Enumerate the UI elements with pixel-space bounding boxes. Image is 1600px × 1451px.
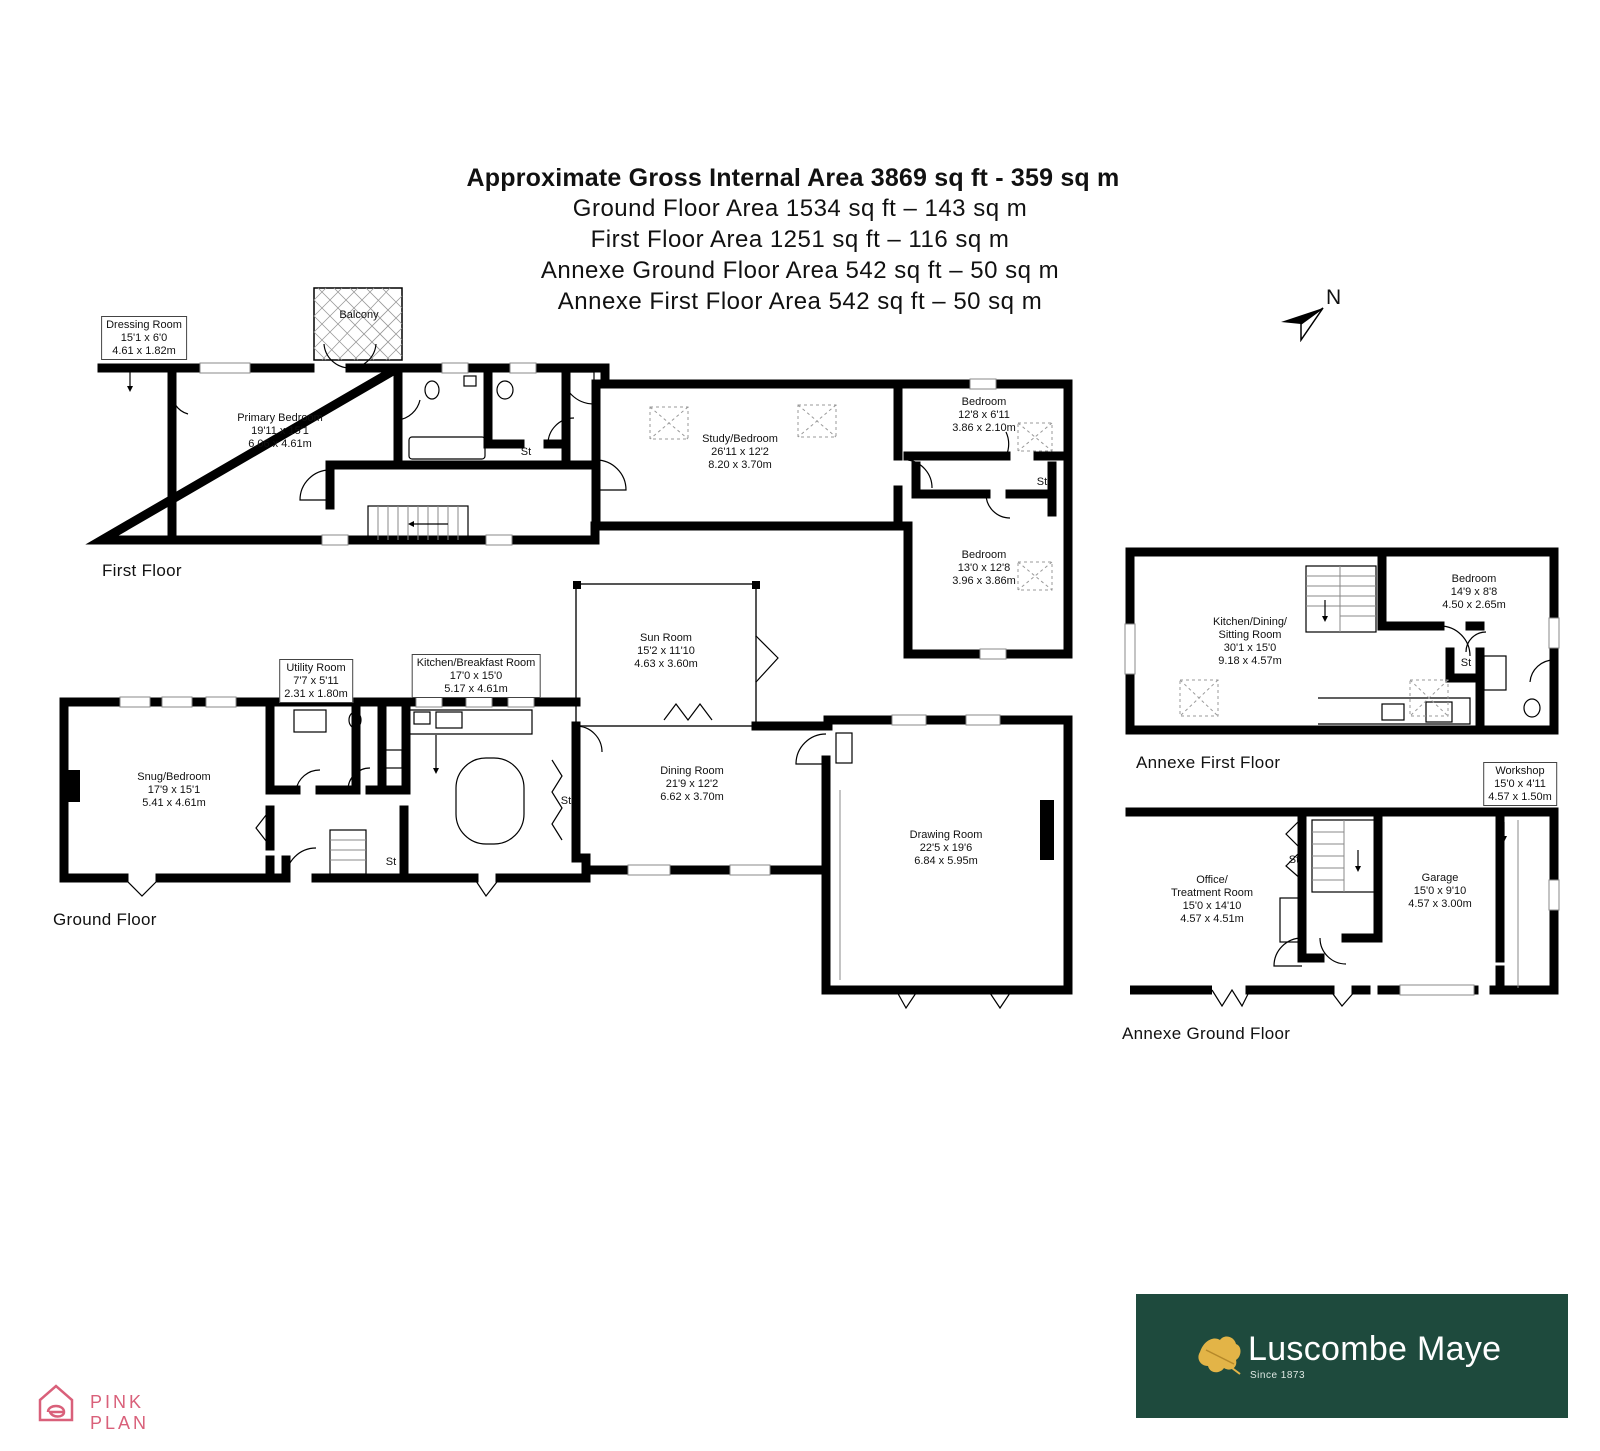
room-size-metric: 9.18 x 4.57m [1218,655,1282,667]
storage-label: St [1036,476,1048,488]
room-size-imperial: 26'11 x 12'2 [711,446,769,458]
annexe-first-floor-area: Annexe First Floor Area 542 sq ft – 50 s… [557,288,1043,315]
storage-label: St [560,795,572,807]
room-name: Bedroom [1451,573,1497,585]
room-size-imperial: 15'1 x 6'0 [120,332,168,344]
room-study-bedroom: Study/Bedroom 26'11 x 12'2 8.20 x 3.70m [702,433,778,472]
room-dining: Dining Room 21'9 x 12'2 6.62 x 3.70m [660,765,724,804]
gross-area-title: Approximate Gross Internal Area 3869 sq … [466,164,1120,192]
pink-plan-name: PINK PLAN [90,1392,150,1433]
room-name: Bedroom [961,549,1007,561]
room-size-metric: 4.57 x 3.00m [1408,898,1472,910]
room-size-metric: 5.17 x 4.61m [444,683,508,695]
room-size-imperial: 15'0 x 4'11 [1494,778,1546,790]
room-sun-room: Sun Room 15'2 x 11'10 4.63 x 3.60m [634,632,698,671]
room-size-metric: 4.63 x 3.60m [634,658,698,670]
room-size-imperial: 13'0 x 12'8 [957,562,1011,574]
room-bedroom-small: Bedroom 12'8 x 6'11 3.86 x 2.10m [952,396,1016,435]
annexe-ground-floor-area: Annexe Ground Floor Area 542 sq ft – 50 … [540,257,1060,284]
room-size-metric: 4.57 x 1.50m [1488,791,1552,803]
room-garage: Garage 15'0 x 9'10 4.57 x 3.00m [1408,872,1472,911]
room-office-treatment: Office/ Treatment Room 15'0 x 14'10 4.57… [1171,874,1253,926]
oak-leaf-icon [1198,1336,1241,1375]
floor-label-annexe-first: Annexe First Floor [1136,753,1281,772]
brand-name: Luscombe Maye [1248,1330,1502,1368]
room-size-imperial: 14'9 x 8'8 [1450,586,1498,598]
room-utility: Utility Room 7'7 x 5'11 2.31 x 1.80m [279,659,353,703]
floor-label-ground: Ground Floor [53,910,157,929]
room-balcony: Balcony [339,309,378,322]
room-name: Sitting Room [1218,629,1282,641]
room-workshop: Workshop 15'0 x 4'11 4.57 x 1.50m [1483,762,1557,806]
room-size-metric: 8.20 x 3.70m [708,459,772,471]
room-kitchen-breakfast: Kitchen/Breakfast Room 17'0 x 15'0 5.17 … [411,654,541,698]
room-size-imperial: 21'9 x 12'2 [665,778,719,790]
room-size-imperial: 15'2 x 11'10 [637,645,695,657]
room-name: Sun Room [640,632,692,644]
first-floor-area: First Floor Area 1251 sq ft – 116 sq m [590,226,1010,253]
annexe-first-floor-plan [1124,547,1560,735]
room-name: Primary Bedroom [237,412,323,424]
room-size-metric: 5.41 x 4.61m [142,797,206,809]
room-name: Study/Bedroom [702,433,778,445]
ground-floor-area: Ground Floor Area 1534 sq ft – 143 sq m [572,195,1028,222]
compass-arrow-icon [1281,307,1324,342]
room-name: Drawing Room [909,829,983,841]
floor-label-annexe-ground: Annexe Ground Floor [1122,1024,1291,1043]
room-annexe-kitchen-dining-sitting: Kitchen/Dining/ Sitting Room 30'1 x 15'0… [1213,616,1287,668]
brand-since: Since 1873 [1250,1370,1306,1381]
room-name: Kitchen/Dining/ [1213,616,1287,628]
room-name: Kitchen/Breakfast Room [416,657,536,669]
storage-label: St [385,856,397,868]
first-floor-plan [85,287,1073,660]
storage-label: St [520,446,532,458]
room-size-metric: 4.57 x 4.51m [1180,913,1244,925]
floor-label-first: First Floor [102,561,182,580]
room-size-metric: 4.61 x 1.82m [112,345,176,357]
room-size-metric: 3.86 x 2.10m [952,422,1016,434]
room-primary-bedroom: Primary Bedroom 19'11 x 15'1 6.06 x 4.61… [237,412,323,451]
room-dressing: Dressing Room 15'1 x 6'0 4.61 x 1.82m [101,316,187,360]
luscombe-maye-logo: Luscombe Maye Since 1873 [1136,1294,1568,1418]
compass-north-label: N [1326,286,1342,309]
room-size-imperial: 7'7 x 5'11 [293,675,339,687]
room-size-imperial: 15'0 x 9'10 [1413,885,1467,897]
room-size-metric: 4.50 x 2.65m [1442,599,1506,611]
pink-plan-logo: PINK PLAN [36,1382,146,1433]
room-name: Dining Room [660,765,724,777]
room-size-metric: 6.62 x 3.70m [660,791,724,803]
room-annexe-bedroom: Bedroom 14'9 x 8'8 4.50 x 2.65m [1442,573,1506,612]
room-size-imperial: 12'8 x 6'11 [958,409,1010,421]
room-size-imperial: 17'0 x 15'0 [449,670,503,682]
room-size-metric: 2.31 x 1.80m [284,688,348,700]
house-logo-icon [38,1384,74,1422]
room-drawing: Drawing Room 22'5 x 19'6 6.84 x 5.95m [910,829,983,868]
room-size-imperial: 22'5 x 19'6 [919,842,973,854]
area-header: Approximate Gross Internal Area 3869 sq … [0,164,1600,317]
ground-floor-plan [59,581,1073,1010]
room-size-imperial: 17'9 x 15'1 [147,784,201,796]
room-name: Bedroom [961,396,1007,408]
room-name: Office/ [1196,874,1228,886]
room-size-imperial: 19'11 x 15'1 [251,425,309,437]
room-name: Balcony [339,309,379,321]
storage-label: St [1460,657,1472,669]
annexe-ground-floor-plan [1125,807,1560,1008]
room-name: Treatment Room [1170,887,1254,899]
room-snug-bedroom: Snug/Bedroom 17'9 x 15'1 5.41 x 4.61m [137,771,210,810]
room-size-metric: 3.96 x 3.86m [952,575,1016,587]
room-size-imperial: 15'0 x 14'10 [1182,900,1242,912]
room-size-metric: 6.06 x 4.61m [248,438,312,450]
room-name: Snug/Bedroom [137,771,211,783]
room-bedroom-large: Bedroom 13'0 x 12'8 3.96 x 3.86m [952,549,1016,588]
room-name: Workshop [1495,765,1545,777]
room-size-metric: 6.84 x 5.95m [914,855,978,867]
storage-label: St [1288,854,1300,866]
room-size-imperial: 30'1 x 15'0 [1223,642,1277,654]
room-name: Dressing Room [106,319,182,331]
room-name: Garage [1421,872,1459,884]
room-name: Utility Room [286,662,346,674]
